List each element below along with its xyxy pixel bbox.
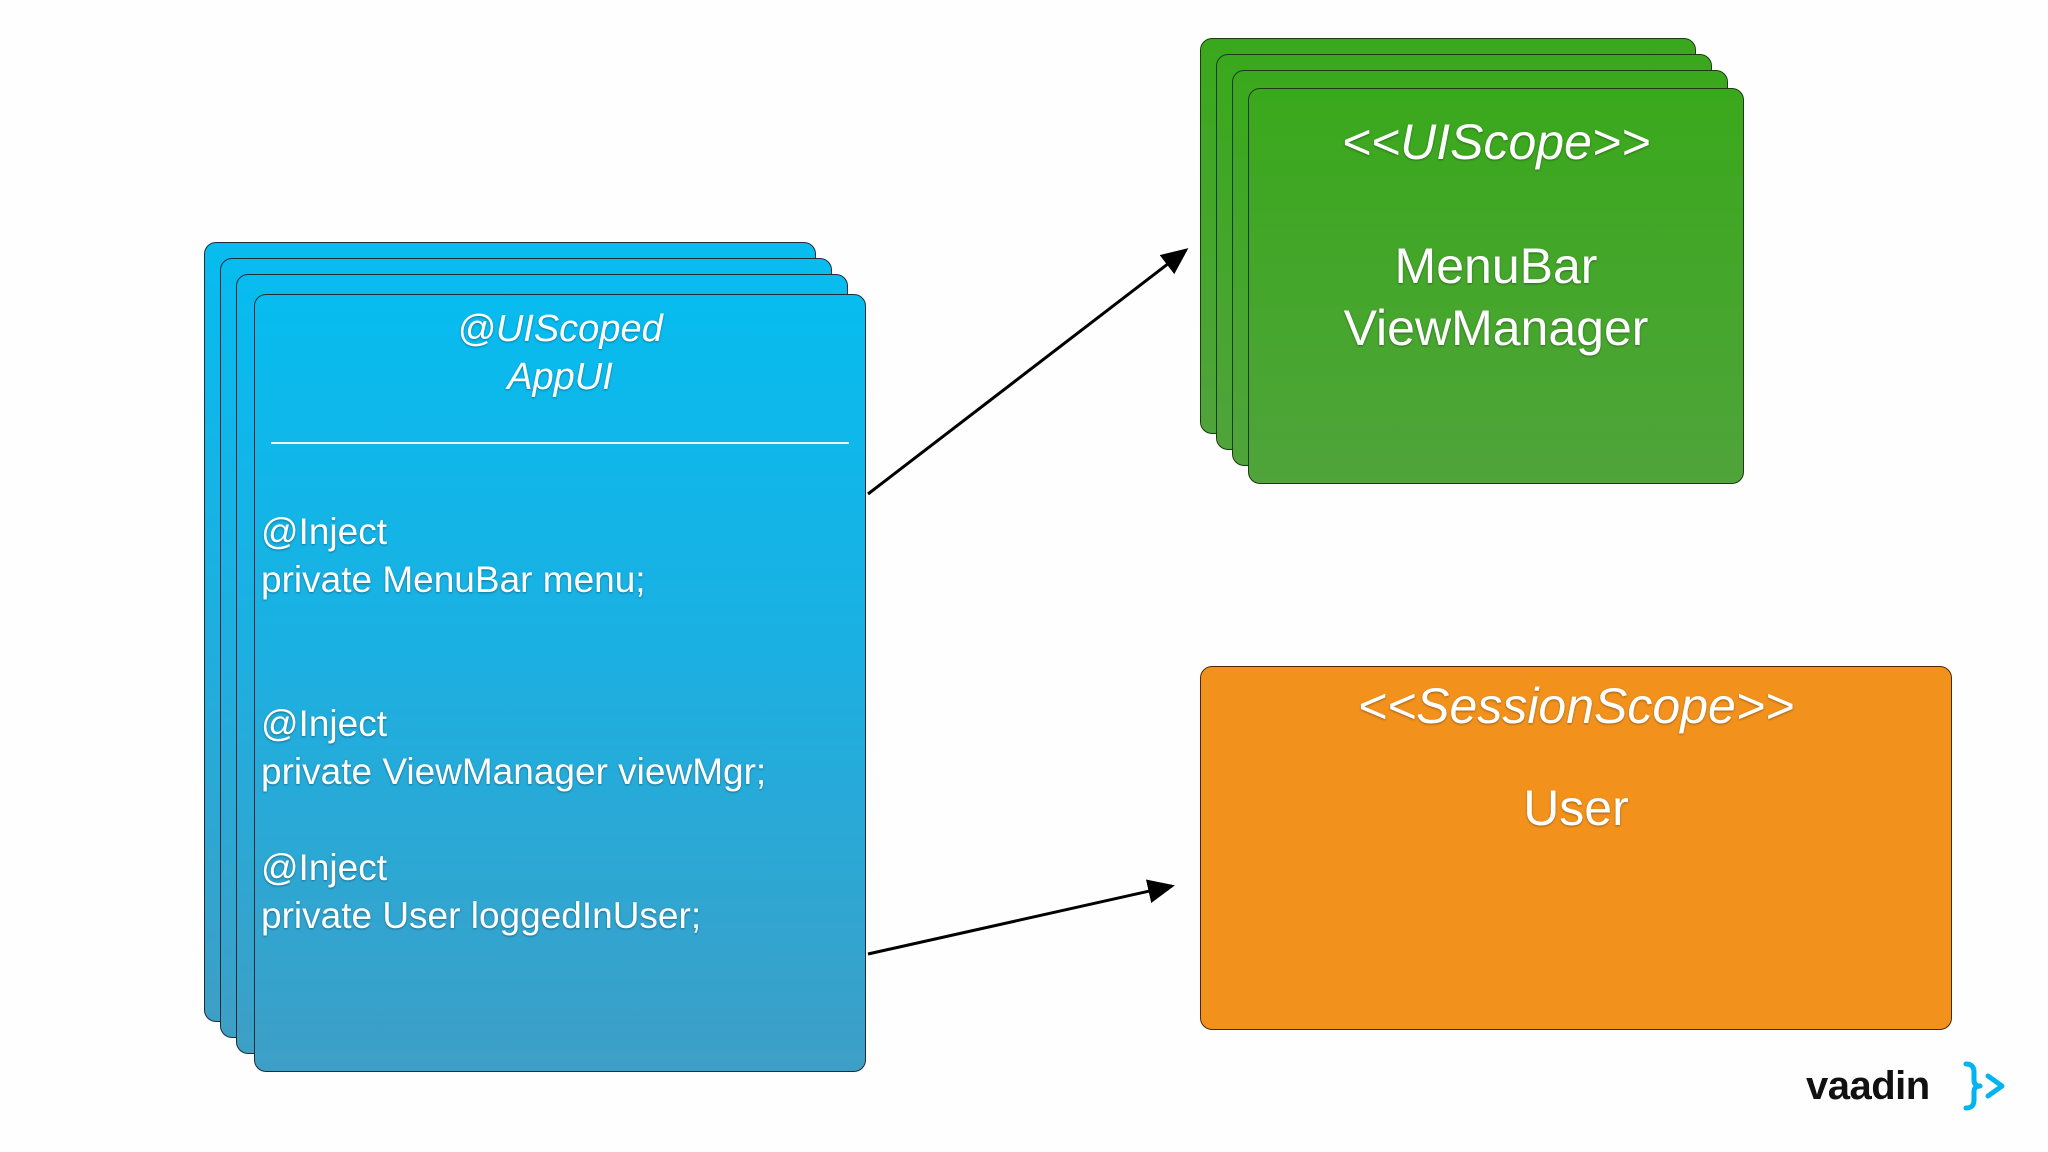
sessionscope-label: <<SessionScope>>	[1357, 678, 1795, 734]
uiscope-card: <<UIScope>> MenuBar ViewManager	[1248, 88, 1744, 484]
uiscope-bean-menubar: MenuBar	[1394, 238, 1598, 294]
uiscope-bean-viewmanager: ViewManager	[1343, 300, 1649, 356]
field-user-annotation: @Inject	[261, 847, 387, 888]
appui-class-name: AppUI	[507, 356, 613, 398]
field-user-declaration: private User loggedInUser;	[261, 895, 702, 936]
field-menu-annotation: @Inject	[261, 511, 387, 552]
appui-card: @UIScoped AppUI @Inject private MenuBar …	[254, 294, 866, 1072]
sessionscope-bean-user: User	[1523, 780, 1629, 836]
field-menu-declaration: private MenuBar menu;	[261, 559, 646, 600]
uiscope-label: <<UIScope>>	[1341, 114, 1651, 170]
vaadin-logo: vaadin	[1806, 1058, 2006, 1118]
appui-annotation: @UIScoped	[457, 308, 663, 350]
sessionscope-card: <<SessionScope>> User	[1200, 666, 1952, 1030]
arrow-to-uiscope	[867, 248, 1189, 496]
appui-divider	[271, 442, 849, 444]
field-viewmgr-declaration: private ViewManager viewMgr;	[261, 751, 767, 792]
arrow-to-sessionscope	[867, 879, 1175, 956]
vaadin-logo-bracket-icon	[1963, 1061, 2005, 1111]
vaadin-logo-word: vaadin	[1806, 1064, 1930, 1108]
field-viewmgr-annotation: @Inject	[261, 703, 387, 744]
